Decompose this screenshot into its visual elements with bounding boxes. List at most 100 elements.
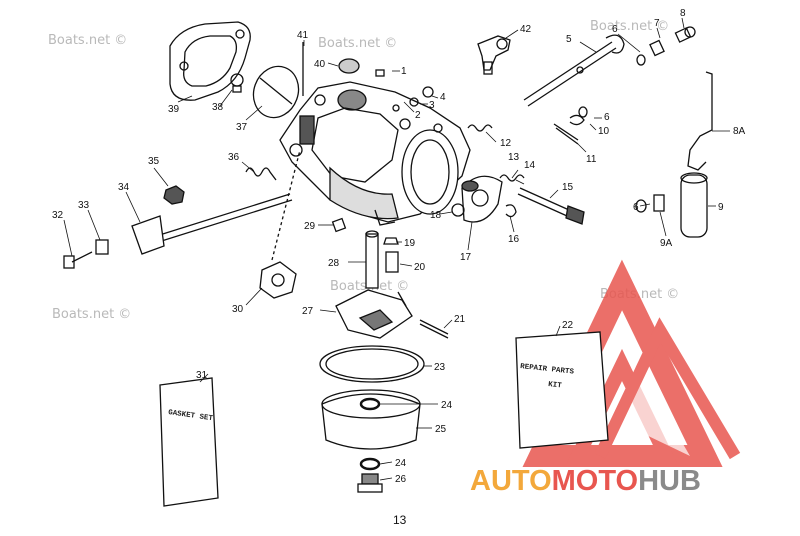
leader-line — [271, 149, 301, 261]
part-4-screw — [422, 86, 434, 98]
callout: 10 — [598, 126, 610, 137]
callout: 24 — [395, 458, 407, 469]
part-23-gasket-inner — [325, 348, 419, 380]
part-2-screw — [392, 104, 400, 112]
callout: 35 — [148, 156, 160, 167]
part-3-screw — [409, 97, 419, 107]
part-30-nut — [259, 261, 297, 299]
callout: 42 — [520, 24, 532, 35]
callout: 6 — [604, 112, 610, 123]
part-8A-lever — [687, 71, 713, 171]
callout: 37 — [236, 122, 248, 133]
part-9A-pin — [653, 194, 665, 212]
part-6-washer — [635, 199, 647, 213]
callout: 34 — [118, 182, 130, 193]
part-20-valve — [385, 251, 399, 273]
callout: 36 — [228, 152, 240, 163]
callout: 41 — [297, 30, 309, 41]
part-28-nozzle — [365, 230, 379, 289]
leader-lines — [63, 17, 730, 481]
callout: 21 — [454, 314, 466, 325]
part-39-gasket — [169, 21, 251, 101]
part-35-nut — [163, 185, 185, 205]
callout: 4 — [440, 92, 446, 103]
part-21-pin — [419, 319, 449, 339]
watermark: Boats.net © — [318, 36, 397, 51]
part-14-spring — [499, 174, 525, 182]
callout: 13 — [508, 152, 520, 163]
callout: 26 — [395, 474, 407, 485]
watermark: Boats.net © — [48, 33, 127, 48]
part-33-bushing — [95, 239, 109, 255]
callout: 40 — [314, 59, 326, 70]
callout: 9 — [718, 202, 724, 213]
part-7-screw — [649, 39, 665, 57]
part-18-screw — [451, 203, 465, 217]
part-15-needle-screw — [517, 187, 585, 225]
callout: 28 — [328, 258, 340, 269]
callout: 31 — [196, 370, 208, 381]
part-38-screw — [230, 73, 244, 93]
callout: 8 — [680, 8, 686, 19]
part-17-plate — [461, 175, 503, 223]
callout: 30 — [232, 304, 244, 315]
part-19-seat — [383, 237, 399, 245]
callout: 7 — [654, 18, 660, 29]
watermark: Boats.net © — [52, 307, 131, 322]
carburetor-body — [279, 81, 471, 226]
part-34-throttle-shaft — [131, 193, 293, 255]
callout: 6 — [633, 202, 639, 213]
callout: 32 — [52, 210, 64, 221]
callout: 15 — [562, 182, 574, 193]
part-22-repair-kit-card — [515, 331, 609, 449]
callout: 39 — [168, 104, 180, 115]
watermark: Boats.net © — [590, 19, 669, 34]
callout: 25 — [435, 424, 447, 435]
part-5-choke-shaft — [523, 34, 625, 107]
part-42-fitting — [477, 35, 511, 75]
part-10-spring — [569, 114, 585, 126]
callout: 33 — [78, 200, 90, 211]
callout: 3 — [429, 100, 435, 111]
part-1-screw — [375, 69, 385, 77]
part-31-gasket-set-card — [159, 377, 219, 507]
callout: 19 — [404, 238, 416, 249]
callout: 18 — [430, 210, 442, 221]
page-number: 13 — [393, 513, 407, 527]
part-27-float — [335, 289, 413, 339]
part-36-spring — [245, 167, 277, 181]
callout: 14 — [524, 160, 536, 171]
part-6-washer — [636, 54, 646, 66]
callout: 17 — [460, 252, 472, 263]
callout: 11 — [586, 154, 597, 165]
part-16-clip — [505, 204, 517, 218]
callout: 23 — [434, 362, 446, 373]
part-32-screw — [63, 251, 93, 269]
part-30-nut-hole — [271, 273, 285, 287]
callout: 6 — [612, 24, 618, 35]
callout: 29 — [304, 221, 316, 232]
callout: 38 — [212, 102, 224, 113]
callout: 2 — [415, 110, 421, 121]
part-23-gasket — [319, 345, 425, 383]
part-9-float — [680, 172, 708, 238]
logo-text: AUTOMOTOHUB — [470, 465, 701, 497]
callout: 22 — [562, 320, 574, 331]
callout: 1 — [401, 66, 407, 77]
part-26-drain-plug — [357, 473, 383, 493]
callout: 24 — [441, 400, 453, 411]
repair-card-label-line2: KIT — [548, 381, 563, 390]
part-6-washer — [578, 106, 588, 118]
part-37-throttle-plate — [252, 65, 300, 119]
callout: 12 — [500, 138, 512, 149]
part-40-plug — [338, 58, 360, 74]
part-8-screw — [674, 26, 696, 43]
part-12-spring — [467, 124, 493, 132]
callout: 27 — [302, 306, 314, 317]
part-29-screw — [331, 217, 347, 233]
part-24-washer — [359, 397, 381, 411]
part-24-washer — [359, 457, 381, 471]
callout: 8A — [733, 126, 746, 137]
callout: 16 — [508, 234, 520, 245]
